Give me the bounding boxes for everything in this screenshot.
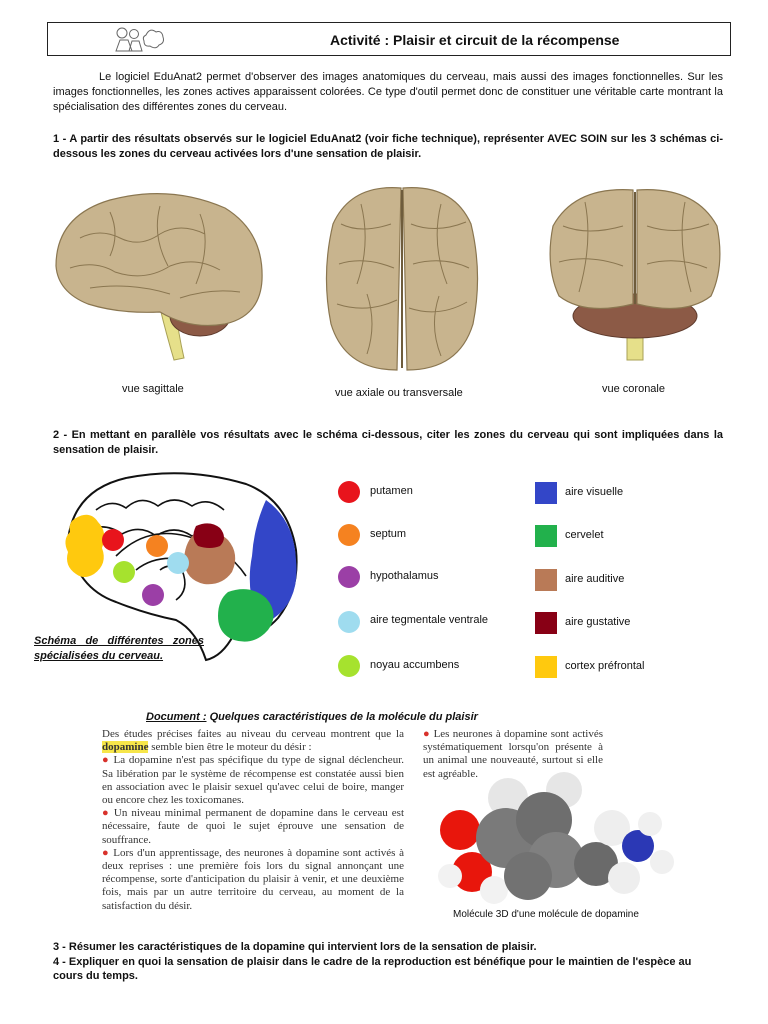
- question-1: 1 - A partir des résultats observés sur …: [53, 133, 723, 160]
- document-column-left: Des études précises faites au niveau du …: [102, 728, 404, 913]
- brain-sagittal-view: [55, 193, 263, 361]
- document-title-prefix: Document :: [146, 711, 207, 723]
- legend-auditive-label: aire auditive: [565, 573, 625, 585]
- document-col2-text: Les neurones à dopamine sont activés sys…: [423, 728, 603, 780]
- document-bullet-2: ● Un niveau minimal permanent de dopamin…: [102, 807, 404, 847]
- document-column-right: ● Les neurones à dopamine sont activés s…: [423, 728, 603, 781]
- legend-gustative-swatch: [535, 612, 557, 634]
- bullet-dot-icon: ●: [102, 807, 110, 820]
- legend-auditive-swatch: [535, 569, 557, 591]
- legend-hypothalamus-label: hypothalamus: [370, 570, 439, 582]
- bullet-dot-icon: ●: [102, 754, 110, 767]
- document-intro: Des études précises faites au niveau du …: [102, 728, 404, 754]
- legend-septum-label: septum: [370, 528, 407, 540]
- document-bullet-3-text: Lors d'un apprentissage, des neurones à …: [102, 846, 405, 912]
- page-title: Activité : Plaisir et circuit de la réco…: [330, 32, 620, 48]
- molecule-caption: Molécule 3D d'une molécule de dopamine: [453, 909, 639, 920]
- question-3: 3 - Résumer les caractéristiques de la d…: [53, 941, 537, 953]
- legend-cervelet-swatch: [535, 525, 557, 547]
- legend-accumbens-label: noyau accumbens: [370, 659, 460, 671]
- intro-paragraph: Le logiciel EduAnat2 permet d'observer d…: [53, 71, 723, 113]
- legend-visual-swatch: [535, 482, 557, 504]
- legend-accumbens-swatch: [338, 655, 360, 677]
- dopamine-highlight: dopamine: [102, 741, 149, 754]
- header-box: Activité : Plaisir et circuit de la réco…: [47, 22, 731, 56]
- legend-putamen-label: putamen: [370, 485, 413, 497]
- caption-coronal: vue coronale: [602, 383, 665, 395]
- legend-cervelet-label: cervelet: [565, 529, 604, 541]
- legend-gustative-label: aire gustative: [565, 616, 631, 628]
- children-reading-logo-icon: [115, 27, 164, 52]
- brain-coronal-view: [549, 189, 721, 361]
- brain-axial-view: [325, 187, 479, 371]
- document-title-rest: Quelques caractéristiques de la molécule…: [209, 711, 478, 723]
- legend-atv-swatch: [338, 611, 360, 633]
- bullet-dot-icon: ●: [423, 728, 431, 740]
- document-bullet-1-text: La dopamine n'est pas spécifique du type…: [102, 754, 404, 807]
- question-2: 2 - En mettant en parallèle vos résultat…: [53, 429, 723, 456]
- legend-septum-swatch: [338, 524, 360, 546]
- caption-sagittal: vue sagittale: [122, 383, 184, 395]
- schema-caption: Schéma de différentes zones spécialisées…: [34, 635, 204, 662]
- legend-putamen-swatch: [338, 481, 360, 503]
- legend-prefrontal-swatch: [535, 656, 557, 678]
- legend-visual-label: aire visuelle: [565, 486, 624, 498]
- dopamine-molecule-image: [438, 772, 674, 904]
- question-4: 4 - Expliquer en quoi la sensation de pl…: [53, 956, 692, 982]
- caption-axial: vue axiale ou transversale: [335, 387, 463, 399]
- document-bullet-1: ● La dopamine n'est pas spécifique du ty…: [102, 754, 404, 807]
- document-bullet-3: ● Lors d'un apprentissage, des neurones …: [102, 847, 404, 913]
- bullet-dot-icon: ●: [102, 846, 110, 859]
- document-bullet-2-text: Un niveau minimal permanent de dopamine …: [102, 807, 405, 846]
- document-title: Document : Quelques caractéristiques de …: [146, 711, 478, 723]
- legend-hypothalamus-swatch: [338, 566, 360, 588]
- legend-prefrontal-label: cortex préfrontal: [565, 660, 645, 672]
- legend-atv-label: aire tegmentale ventrale: [370, 614, 489, 626]
- brain-schema-diagram: [65, 472, 298, 662]
- document-intro-a: Des études précises faites au niveau du …: [102, 728, 404, 740]
- document-intro-b: semble bien être le moteur du désir :: [151, 741, 312, 754]
